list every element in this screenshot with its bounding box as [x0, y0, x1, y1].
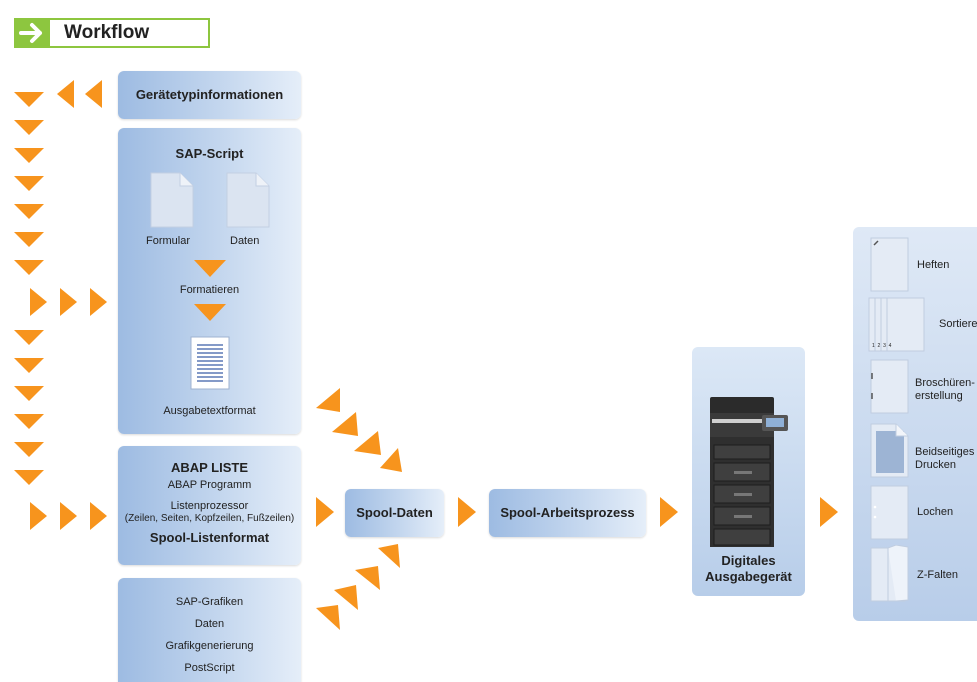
down-arrow [14, 232, 44, 247]
header-title-box [48, 18, 210, 48]
left-arrow [57, 80, 74, 108]
finishing-label-duplex: Beidseitiges Drucken [915, 446, 975, 471]
output-device-box: Digitales Ausgabegerät [692, 347, 805, 596]
right-arrow [316, 497, 334, 527]
spool-data-label: Spool-Daten [356, 505, 433, 520]
abap-list-panel: ABAP LISTE ABAP Programm Listenprozessor… [118, 446, 301, 565]
diagonal-arrow [354, 431, 381, 455]
abap-list-title: ABAP LISTE [170, 460, 249, 475]
right-arrow [30, 288, 47, 316]
data-document-icon [226, 172, 270, 228]
diagonal-arrows-top [316, 388, 402, 472]
down-arrow [14, 414, 44, 429]
sap-script-title: SAP-Script [175, 146, 244, 161]
finishing-label-sort: Sortieren [939, 318, 977, 330]
down-arrow [14, 120, 44, 135]
device-info-label: Gerätetypinformationen [135, 87, 284, 102]
printer-icon [710, 397, 788, 547]
spool-list-format-label: Spool-Listenformat [149, 530, 270, 545]
down-arrow [14, 176, 44, 191]
punched-sheet-icon [870, 485, 909, 540]
data-label: Daten [230, 235, 260, 247]
right-arrow [660, 497, 678, 527]
right-arrows-abap [30, 502, 107, 530]
diagonal-arrows-bottom [316, 544, 400, 630]
down-arrow [14, 92, 44, 107]
sap-script-panel: SAP-Script Formular Daten Formatieren Au… [118, 128, 301, 434]
graphics-generation-label: Grafikgenerierung [165, 640, 254, 652]
output-format-label: Ausgabetextformat [163, 405, 256, 417]
right-arrows-sapscript [30, 288, 107, 316]
spool-process-box: Spool-Arbeitsprozess [489, 489, 646, 537]
form-document-icon [150, 172, 194, 228]
graphics-data-label: Daten [194, 618, 225, 630]
finishing-panel: Heften 1 2 3 4 Sortieren Broschüren-erst… [853, 227, 977, 621]
right-arrow [90, 502, 107, 530]
device-info-panel: Gerätetypinformationen [118, 71, 301, 119]
down-arrow [14, 204, 44, 219]
down-arrow [14, 386, 44, 401]
z-fold-icon [870, 545, 909, 602]
down-arrow [14, 330, 44, 345]
booklet-icon [870, 359, 909, 414]
diagonal-arrow [332, 412, 358, 436]
sorted-sheets-icon [868, 297, 925, 352]
down-arrow-icon [194, 304, 226, 321]
down-arrow [14, 358, 44, 373]
sort-page-numbers: 1 2 3 4 [872, 343, 892, 349]
page-title: Workflow [64, 22, 150, 43]
diagonal-arrow [378, 544, 400, 568]
text-output-document-icon [190, 336, 230, 390]
graphics-panel: SAP-Grafiken Daten Grafikgenerierung Pos… [118, 578, 301, 682]
diagonal-arrow [334, 585, 358, 610]
sap-graphics-label: SAP-Grafiken [175, 596, 244, 608]
right-arrow [30, 502, 47, 530]
abap-program-label: ABAP Programm [167, 479, 252, 491]
arrow-right-icon [19, 23, 42, 43]
left-down-arrows [14, 92, 44, 485]
finishing-label-punch: Lochen [917, 506, 954, 518]
stapled-sheet-icon [870, 237, 909, 292]
format-step-label: Formatieren [179, 284, 240, 296]
finishing-label-staple: Heften [917, 259, 950, 271]
left-arrow [85, 80, 102, 108]
finishing-label-zfold: Z-Falten [917, 569, 958, 581]
right-arrow [60, 502, 77, 530]
spool-data-box: Spool-Daten [345, 489, 444, 537]
spool-process-label: Spool-Arbeitsprozess [500, 505, 635, 520]
form-label: Formular [146, 235, 191, 247]
list-processor-label: Listenprozessor [170, 500, 249, 512]
right-arrow [90, 288, 107, 316]
postscript-label: PostScript [184, 662, 235, 674]
header-arrow-badge [14, 18, 48, 48]
down-arrow [14, 148, 44, 163]
right-arrow [820, 497, 838, 527]
down-arrow [14, 470, 44, 485]
right-arrow [60, 288, 77, 316]
down-arrow [14, 260, 44, 275]
diagonal-arrow [355, 566, 380, 590]
diagonal-arrow [316, 388, 340, 412]
list-processor-detail: (Zeilen, Seiten, Kopfzeilen, Fußzeilen) [124, 513, 295, 524]
right-arrow [458, 497, 476, 527]
down-arrow-icon [194, 260, 226, 277]
diagonal-arrow [380, 448, 402, 472]
finishing-label-booklet: Broschüren-erstellung [915, 377, 975, 402]
duplex-sheet-icon [870, 423, 909, 478]
down-arrow [14, 442, 44, 457]
diagonal-arrow [316, 605, 340, 630]
left-pointing-arrows [57, 80, 102, 108]
horizontal-flow-arrows [316, 497, 838, 527]
output-device-label: Digitales Ausgabegerät [705, 553, 792, 584]
